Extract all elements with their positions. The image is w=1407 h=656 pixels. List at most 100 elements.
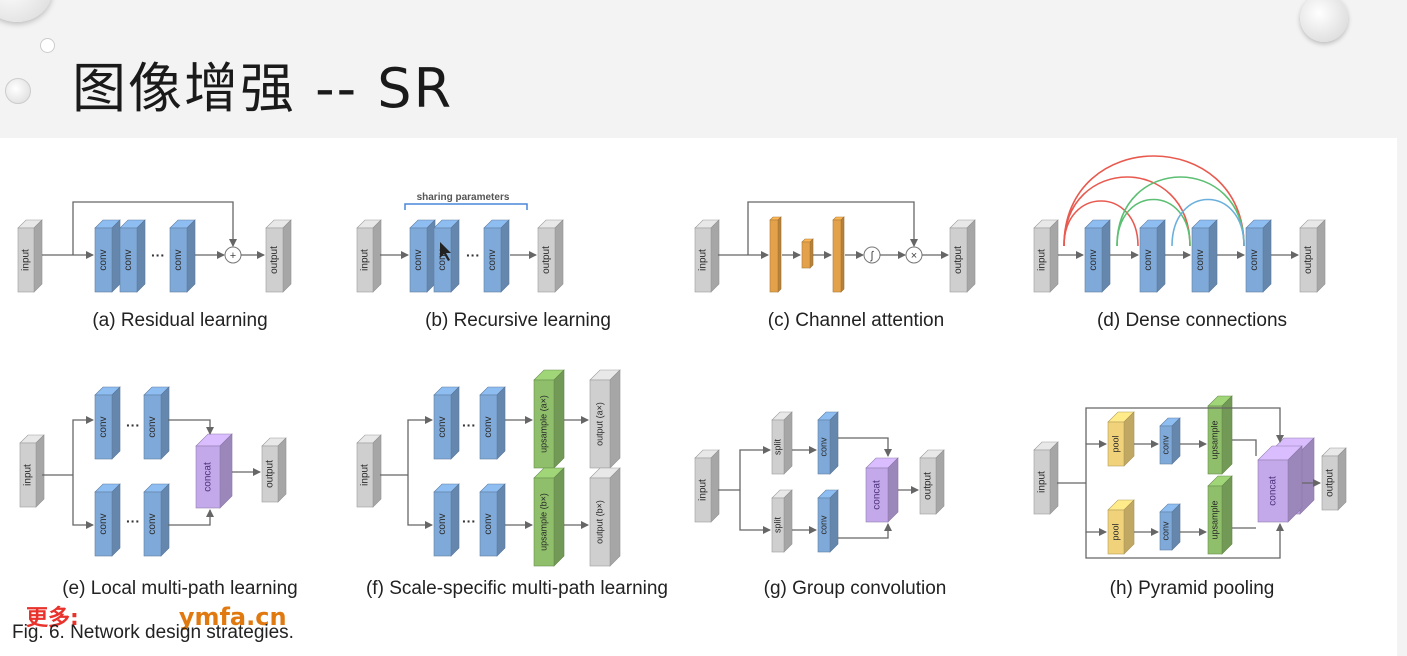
g-split-block-1: split bbox=[771, 411, 793, 475]
b-dots: ··· bbox=[466, 247, 480, 263]
f-conv-block-1-label: conv bbox=[437, 416, 448, 437]
c-output-block: output bbox=[949, 219, 976, 293]
h-upsample-block-1-label: upsample bbox=[1209, 420, 1219, 459]
a-input-block: input bbox=[17, 219, 43, 293]
f-output-block-b-label: output (b×) bbox=[594, 500, 604, 544]
e-conv-block-2: conv bbox=[143, 386, 170, 460]
f-conv-block-2-label: conv bbox=[483, 416, 494, 437]
e-conv-block-1-label: conv bbox=[98, 416, 109, 437]
a-output-block-label: output bbox=[269, 246, 280, 274]
e-arrow-top-out bbox=[168, 419, 214, 435]
c-input-block-label: input bbox=[698, 249, 709, 271]
c-feature-block-3 bbox=[832, 216, 845, 293]
d-conv-block-1-label: conv bbox=[1088, 249, 1099, 270]
a-skip bbox=[72, 201, 237, 255]
h-caption: (h) Pyramid pooling bbox=[1110, 578, 1275, 599]
decor-bubble-small bbox=[40, 38, 55, 53]
e-conv-block-4: conv bbox=[143, 483, 170, 557]
e-dots-2: ··· bbox=[126, 513, 140, 529]
d-conv-block-1: conv bbox=[1084, 219, 1111, 293]
h-branch-top bbox=[1085, 440, 1107, 483]
b-conv-block-3-label: conv bbox=[487, 249, 498, 270]
h-output-block-label: output bbox=[1325, 469, 1336, 497]
a-caption: (a) Residual learning bbox=[92, 310, 267, 331]
d-input-block: input bbox=[1033, 219, 1059, 293]
g-conv-block-1: conv bbox=[817, 411, 839, 475]
g-conv-block-1-label: conv bbox=[818, 437, 828, 457]
d-arc-red-2 bbox=[1063, 176, 1191, 247]
decor-bubble-left bbox=[5, 78, 31, 104]
a-input-block-label: input bbox=[21, 249, 32, 271]
f-upsample-block-a: upsample (a×) bbox=[533, 369, 565, 469]
h-pool-block-1: pool bbox=[1107, 411, 1135, 467]
e-branch-top bbox=[72, 416, 94, 475]
h-input-block-label: input bbox=[1037, 471, 1048, 493]
h-upsample-block-2: upsample bbox=[1207, 475, 1233, 555]
c-skip bbox=[747, 201, 918, 255]
e-branch-bot bbox=[72, 475, 94, 529]
a-conv-block-1-label: conv bbox=[98, 249, 109, 270]
cursor-icon bbox=[440, 242, 451, 261]
a-conv-block-3: conv bbox=[169, 219, 196, 293]
a-dots: ··· bbox=[151, 247, 165, 263]
g-conv-block-2-label: conv bbox=[818, 515, 828, 535]
h-upsample-block-1: upsample bbox=[1207, 395, 1233, 475]
h-upsample-block-2-label: upsample bbox=[1209, 500, 1219, 539]
figure-diagram: input conv conv conv output ··· + (a) Residual … bbox=[17, 155, 1347, 599]
h-conv-block-2: conv bbox=[1159, 503, 1181, 551]
f-upsample-block-a-label: upsample (a×) bbox=[538, 395, 548, 453]
watermark-domain: ymfa.cn bbox=[178, 603, 287, 631]
g-output-block: output bbox=[919, 449, 945, 515]
e-conv-block-4-label: conv bbox=[147, 513, 158, 534]
g-split-block-2-label: split bbox=[772, 517, 782, 534]
d-output-block-label: output bbox=[1303, 246, 1314, 274]
h-conv-block-1-label: conv bbox=[1160, 435, 1170, 455]
e-caption: (e) Local multi-path learning bbox=[62, 578, 298, 599]
a-conv-block-3-label: conv bbox=[173, 249, 184, 270]
b-input-block: input bbox=[356, 219, 382, 293]
figure-panel: input conv conv conv output ··· + (a) Residual … bbox=[0, 138, 1397, 656]
decor-bubble-top-right bbox=[1300, 0, 1348, 42]
g-concat-block-label: concat bbox=[872, 480, 883, 510]
d-conv-block-4: conv bbox=[1245, 219, 1272, 293]
d-conv-block-3: conv bbox=[1191, 219, 1218, 293]
f-conv-block-3-label: conv bbox=[437, 513, 448, 534]
d-arc-green-2 bbox=[1116, 176, 1245, 247]
c-feature-block-2 bbox=[801, 238, 814, 269]
c-feature-block-1 bbox=[769, 216, 782, 293]
c-sigmoid-node-symbol: ∫ bbox=[869, 250, 874, 262]
g-input-block: input bbox=[694, 449, 720, 523]
f-output-block-a: output (a×) bbox=[589, 369, 621, 469]
d-arc-blue-1 bbox=[1171, 198, 1245, 247]
g-split-block-2: split bbox=[771, 489, 793, 553]
f-branch-bot bbox=[407, 475, 433, 529]
e-conv-block-3-label: conv bbox=[98, 513, 109, 534]
f-dots-2: ··· bbox=[462, 513, 476, 529]
e-output-block: output bbox=[261, 437, 287, 503]
e-conv-block-3: conv bbox=[94, 483, 121, 557]
h-branch-bot bbox=[1085, 483, 1107, 536]
f-upsample-block-b-label: upsample (b×) bbox=[538, 493, 548, 551]
b-caption: (b) Recursive learning bbox=[425, 310, 611, 331]
c-input-block: input bbox=[694, 219, 720, 293]
d-conv-block-3-label: conv bbox=[1195, 249, 1206, 270]
e-concat-block-label: concat bbox=[203, 462, 214, 492]
b-conv-block-2-label: conv bbox=[437, 249, 448, 270]
f-dots-1: ··· bbox=[462, 417, 476, 433]
h-pool-block-2-label: pool bbox=[1110, 523, 1120, 540]
h-concat-block: concat bbox=[1257, 445, 1303, 523]
f-branch-top bbox=[407, 416, 433, 475]
a-add-node-symbol: + bbox=[230, 250, 236, 262]
d-conv-block-4-label: conv bbox=[1249, 249, 1260, 270]
f-conv-block-2: conv bbox=[479, 386, 506, 460]
e-input-block-label: input bbox=[23, 464, 34, 486]
h-pool-block-2: pool bbox=[1107, 499, 1135, 555]
a-conv-block-1: conv bbox=[94, 219, 121, 293]
h-skip-top bbox=[1085, 407, 1284, 444]
g-arrow-bot-out bbox=[838, 523, 892, 539]
b-conv-block-1-label: conv bbox=[413, 249, 424, 270]
f-conv-block-1: conv bbox=[433, 386, 460, 460]
d-caption: (d) Dense connections bbox=[1097, 310, 1287, 331]
decor-bubble-top-left bbox=[0, 0, 52, 22]
h-output-block: output bbox=[1321, 447, 1347, 511]
